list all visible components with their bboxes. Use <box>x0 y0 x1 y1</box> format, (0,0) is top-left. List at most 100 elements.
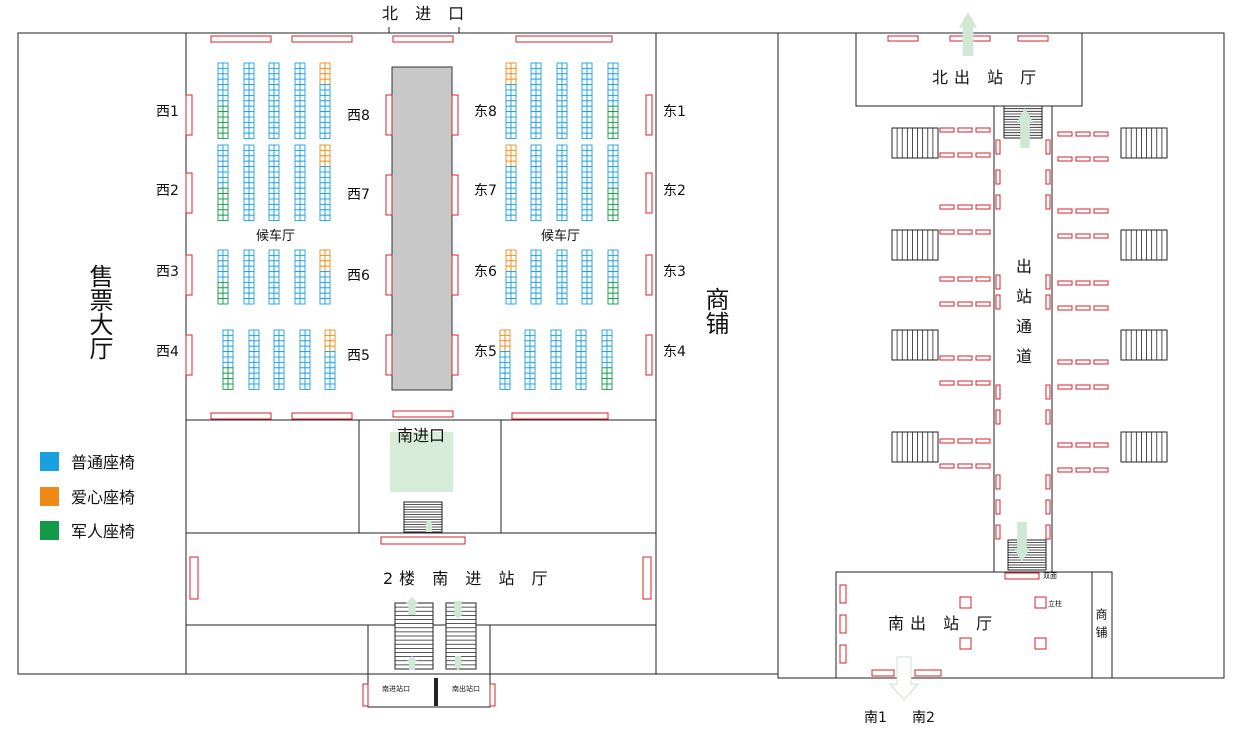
seat <box>329 367 336 374</box>
seat <box>505 203 512 211</box>
seat <box>294 254 301 262</box>
seat <box>581 214 588 222</box>
seat <box>561 155 568 162</box>
seat <box>217 89 224 96</box>
waiting-hall-right-label: 候车厅 <box>541 229 581 244</box>
seat-column <box>268 249 280 305</box>
legend-item-love: 爱心座椅 <box>40 484 135 508</box>
seat <box>248 340 255 347</box>
seat <box>555 356 562 363</box>
seat <box>248 214 255 222</box>
door <box>185 172 193 214</box>
seat <box>499 345 506 353</box>
door <box>957 127 973 133</box>
seat <box>273 94 280 102</box>
seat <box>550 351 557 358</box>
seat <box>612 73 619 80</box>
seat <box>607 209 614 216</box>
seat <box>329 345 336 353</box>
seat <box>273 287 280 294</box>
seat <box>535 276 542 283</box>
seat <box>561 209 568 216</box>
seat <box>499 378 506 385</box>
stair-frame <box>1120 229 1168 261</box>
seat <box>248 73 255 80</box>
seat <box>299 340 306 347</box>
seat <box>586 254 593 262</box>
door <box>1075 131 1091 137</box>
seat <box>248 378 255 385</box>
seat <box>253 361 260 369</box>
seat <box>243 166 250 173</box>
seat <box>324 265 331 273</box>
door <box>1057 359 1073 365</box>
seat <box>324 62 331 69</box>
seat <box>248 265 255 273</box>
seat <box>217 67 224 75</box>
seat <box>550 340 557 347</box>
seat <box>586 132 593 140</box>
seat <box>556 271 563 278</box>
seat <box>299 378 306 385</box>
seat <box>530 292 537 300</box>
seat <box>324 171 331 178</box>
seat <box>299 271 306 278</box>
door <box>642 556 652 600</box>
seat <box>294 149 301 157</box>
seat <box>555 351 562 358</box>
door <box>1057 442 1073 448</box>
seat <box>530 84 537 91</box>
seat <box>504 329 511 336</box>
seat <box>248 166 255 173</box>
central-corridor <box>391 66 453 391</box>
arrow-up-stairs <box>406 597 418 615</box>
seat <box>294 155 301 162</box>
seat <box>606 334 613 342</box>
seat <box>217 155 224 162</box>
seat <box>217 203 224 211</box>
seat <box>319 160 326 168</box>
seat <box>324 260 331 267</box>
seat <box>248 127 255 134</box>
seat <box>586 182 593 189</box>
seat <box>530 89 537 96</box>
seat <box>612 155 619 162</box>
seat <box>612 171 619 178</box>
legend-item-normal: 普通座椅 <box>40 449 135 473</box>
seat <box>217 281 224 289</box>
door <box>995 194 1001 210</box>
seat <box>253 367 260 374</box>
seat <box>294 89 301 96</box>
door <box>939 229 955 235</box>
seat <box>606 356 613 363</box>
double-sided-label: 双面 <box>1043 572 1057 580</box>
seat <box>561 193 568 200</box>
seat <box>217 187 224 195</box>
seat-column <box>299 329 311 390</box>
seat <box>227 345 234 353</box>
seat <box>530 198 537 205</box>
seat <box>510 94 517 102</box>
seat <box>535 171 542 178</box>
seat <box>248 193 255 200</box>
seat <box>248 367 255 374</box>
seat <box>556 160 563 168</box>
seat <box>530 62 537 69</box>
seat <box>586 166 593 173</box>
seat <box>561 121 568 129</box>
seat <box>581 271 588 278</box>
seat <box>510 127 517 134</box>
door <box>380 536 466 545</box>
seat <box>510 160 517 168</box>
seat <box>278 340 285 347</box>
gate-west-6: 西6 <box>347 268 370 284</box>
gate-east-7: 东7 <box>474 183 497 199</box>
seat <box>586 111 593 118</box>
seat-column <box>499 329 511 390</box>
seat <box>319 144 326 151</box>
seat <box>268 214 275 222</box>
seat <box>535 111 542 118</box>
seat <box>601 340 608 347</box>
door <box>975 463 991 469</box>
seat <box>294 287 301 294</box>
